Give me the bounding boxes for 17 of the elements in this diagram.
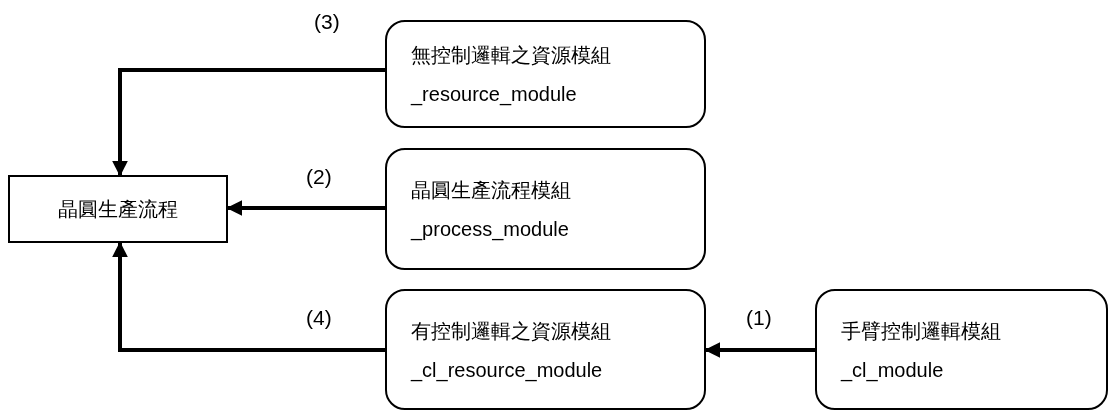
process-box: [8, 175, 228, 243]
title-text: 手臂控制邏輯模組: [841, 317, 1002, 345]
module-name: _cl_resource_module: [411, 358, 604, 382]
module-name: _cl_module: [841, 358, 945, 382]
title-text: 晶圓生產流程模組: [411, 177, 572, 204]
module-name: _resource_module: [411, 83, 578, 106]
title-text: 有控制邏輯之資源模組: [411, 317, 612, 345]
arrow: [112, 241, 385, 352]
title-text: 無控制邏輯之資源模組: [411, 42, 612, 69]
arrow: [704, 342, 815, 358]
arrow: [112, 68, 385, 177]
module-box: [385, 148, 706, 270]
module-box: [385, 289, 706, 410]
title-text: 晶圓生產流程: [58, 195, 178, 223]
module-box: [385, 20, 706, 128]
module-name: _process_module: [411, 218, 570, 241]
module-box: [815, 289, 1108, 410]
